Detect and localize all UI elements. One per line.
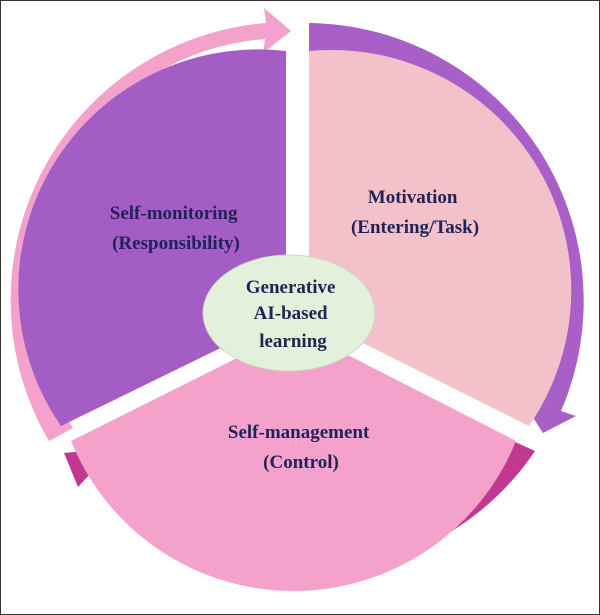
center-line-3: learning	[259, 331, 327, 352]
self-management-label: Self-management (Control)	[228, 422, 374, 473]
motivation-title: Motivation	[368, 187, 458, 208]
self-monitoring-subtitle: (Responsibility)	[112, 233, 240, 254]
self-monitoring-label: Self-monitoring (Responsibility)	[110, 203, 242, 254]
motivation-arrow	[309, 23, 584, 433]
self-management-title: Self-management	[228, 422, 370, 443]
self-management-segment	[71, 331, 516, 592]
self-management-subtitle: (Control)	[263, 452, 339, 473]
self-monitoring-title: Self-monitoring	[110, 203, 238, 224]
center-label: Generative AI-based learning	[246, 277, 340, 352]
motivation-label: Motivation (Entering/Task)	[351, 187, 479, 238]
self-monitoring-arrow	[10, 8, 292, 441]
center-ellipse	[202, 254, 376, 372]
center-line-1: Generative	[246, 277, 336, 298]
center-line-2: AI-based	[254, 303, 328, 324]
motivation-subtitle: (Entering/Task)	[351, 217, 479, 238]
motivation-segment	[309, 49, 572, 426]
